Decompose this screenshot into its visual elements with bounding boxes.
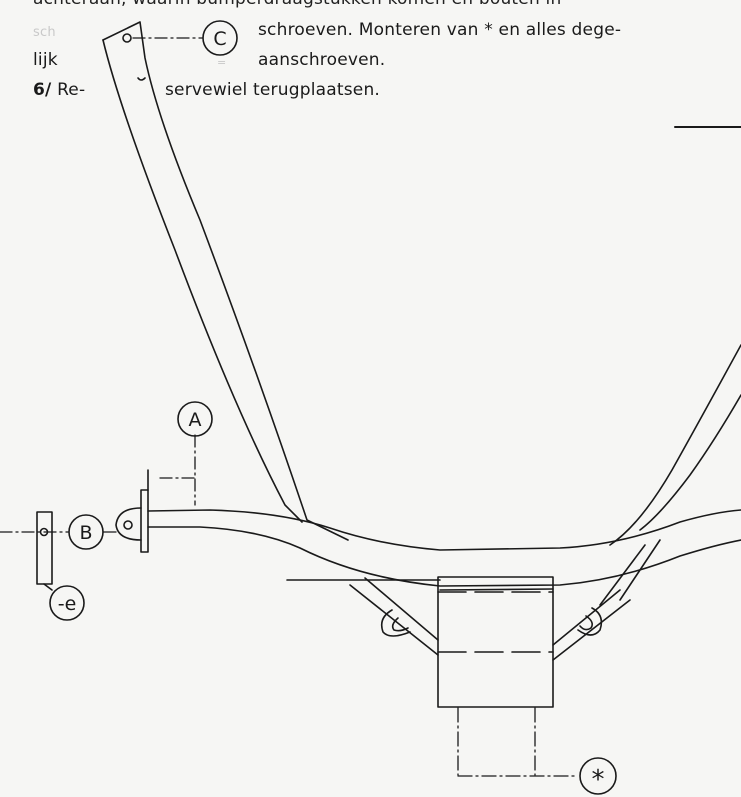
instruction-line2-right: aanschroeven. <box>258 50 386 70</box>
callout-a-circle <box>177 401 213 437</box>
left-hook-bracket <box>349 577 439 656</box>
arm-bolt-hole <box>122 33 132 43</box>
step-6-right: servewiel terugplaatsen. <box>165 80 381 100</box>
callout-star-label: * <box>592 765 605 795</box>
instruction-line-cut: achteraan, waarin bumperdraagstukken kom… <box>33 0 561 10</box>
step-6-left: Re- <box>57 80 86 100</box>
right-support-arm <box>599 344 741 606</box>
callout-e-circle <box>49 585 85 621</box>
callout-c-circle <box>202 20 238 56</box>
mount-flange <box>115 469 149 553</box>
leader-lines <box>0 37 204 533</box>
instruction-line1-left: sch <box>33 25 56 40</box>
callout-e-label: -e <box>58 593 77 615</box>
cross-tube <box>147 509 741 587</box>
callout-a-label: A <box>189 409 202 431</box>
callout-c-label: C <box>213 28 226 50</box>
instruction-line2-left: lijk <box>33 50 58 70</box>
callout-b-circle <box>68 514 104 550</box>
instruction-line1-right: schroeven. Monteren van * en alles dege- <box>258 20 622 40</box>
arm-slot <box>137 77 146 81</box>
pin-centerlines <box>457 707 579 777</box>
callout-star-circle <box>579 757 617 795</box>
callout-b-label: B <box>79 522 92 544</box>
step-6-number: 6/ <box>33 80 52 100</box>
left-support-arm <box>102 21 349 541</box>
step-6-line: 6/ Re- <box>33 79 85 101</box>
detail-part-e <box>36 511 53 591</box>
faint-mark: = <box>217 56 226 69</box>
right-hook-bracket <box>552 589 631 661</box>
receiver-box <box>437 576 554 708</box>
